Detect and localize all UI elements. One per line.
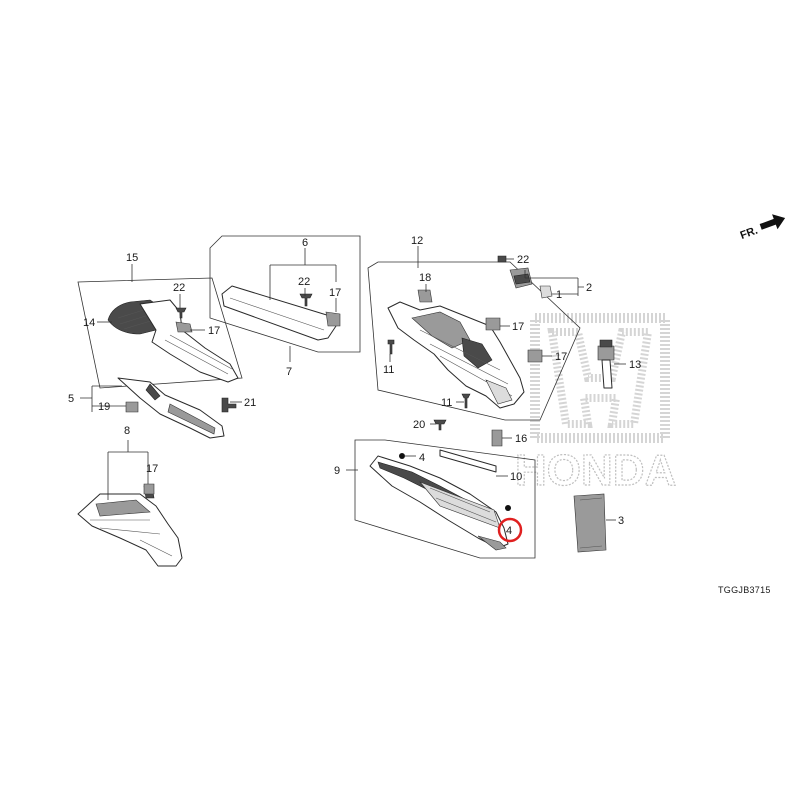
clip-17-d (527, 349, 543, 363)
screw-22-c (497, 255, 507, 263)
part-1-cap (539, 285, 553, 299)
label-16: 16 (515, 433, 527, 445)
label-17-b: 17 (329, 287, 341, 299)
label-2: 2 (586, 282, 592, 294)
label-17-c: 17 (512, 321, 524, 333)
label-17-d: 17 (555, 351, 567, 363)
clip-17-b (325, 311, 341, 327)
label-4-b-highlighted: 4 (506, 525, 512, 537)
label-6: 6 (302, 237, 308, 249)
part-10-stay (439, 449, 497, 473)
highlighted-part-callout: 4 (497, 517, 523, 543)
front-arrow-icon (759, 214, 786, 230)
label-22-c: 22 (517, 254, 529, 266)
part-9-glove-box (369, 455, 509, 551)
screw-22-b (299, 293, 313, 307)
label-12: 12 (411, 235, 423, 247)
clip-17-a (175, 321, 193, 333)
clip-17-e (143, 483, 155, 495)
label-7: 7 (286, 366, 292, 378)
label-3: 3 (618, 515, 624, 527)
label-22-a: 22 (173, 282, 185, 294)
label-5: 5 (68, 393, 74, 405)
part-12-frame-assembly (387, 301, 525, 409)
label-13: 13 (629, 359, 641, 371)
group-box-15 (77, 277, 243, 389)
label-11-a: 11 (383, 364, 394, 376)
label-15: 15 (126, 252, 138, 264)
rubber-4-b (505, 505, 511, 511)
leader-lines (80, 246, 626, 521)
label-8: 8 (124, 425, 130, 437)
screw-11-a (387, 339, 395, 355)
label-20: 20 (413, 419, 425, 431)
clip-17-c (485, 317, 501, 331)
part-2-latch-assembly (509, 267, 533, 289)
honda-wordmark-watermark: HONDA (515, 446, 676, 495)
label-1: 1 (556, 289, 562, 301)
front-direction-label: FR. (739, 225, 760, 242)
screw-11-b (461, 393, 471, 409)
label-11-b: 11 (441, 397, 452, 409)
part-7-garnish-strip (221, 285, 337, 341)
label-22-b: 22 (298, 276, 310, 288)
label-9: 9 (334, 465, 340, 477)
label-10: 10 (510, 471, 522, 483)
label-18: 18 (419, 272, 431, 284)
label-4-a: 4 (419, 452, 425, 464)
screw-21 (221, 397, 237, 413)
front-direction-indicator: FR. (739, 214, 786, 242)
group-box-12 (367, 261, 581, 421)
group-box-9 (354, 439, 536, 559)
label-17-a: 17 (208, 325, 220, 337)
screw-20 (433, 419, 447, 431)
honda-logo-watermark (530, 313, 670, 443)
rubber-4-a (399, 453, 405, 459)
part-3-manual (573, 493, 607, 553)
part-15-trim-panel (139, 299, 239, 383)
label-21: 21 (244, 397, 256, 409)
label-19: 19 (98, 401, 110, 413)
label-17-e: 17 (146, 463, 158, 475)
diagram-code: TGGJB3715 (718, 585, 771, 595)
part-13-damper (597, 339, 615, 389)
highlight-ring (497, 517, 523, 543)
label-14: 14 (83, 317, 95, 329)
fasteners (125, 255, 543, 511)
screw-22-a (175, 307, 187, 319)
callout-labels: 15 14 22 17 5 19 21 8 17 6 22 17 7 12 18… (68, 235, 641, 527)
group-box-6-7 (209, 235, 361, 353)
clip-19 (125, 401, 139, 413)
bolt-16 (491, 429, 503, 447)
clip-18 (417, 289, 433, 303)
